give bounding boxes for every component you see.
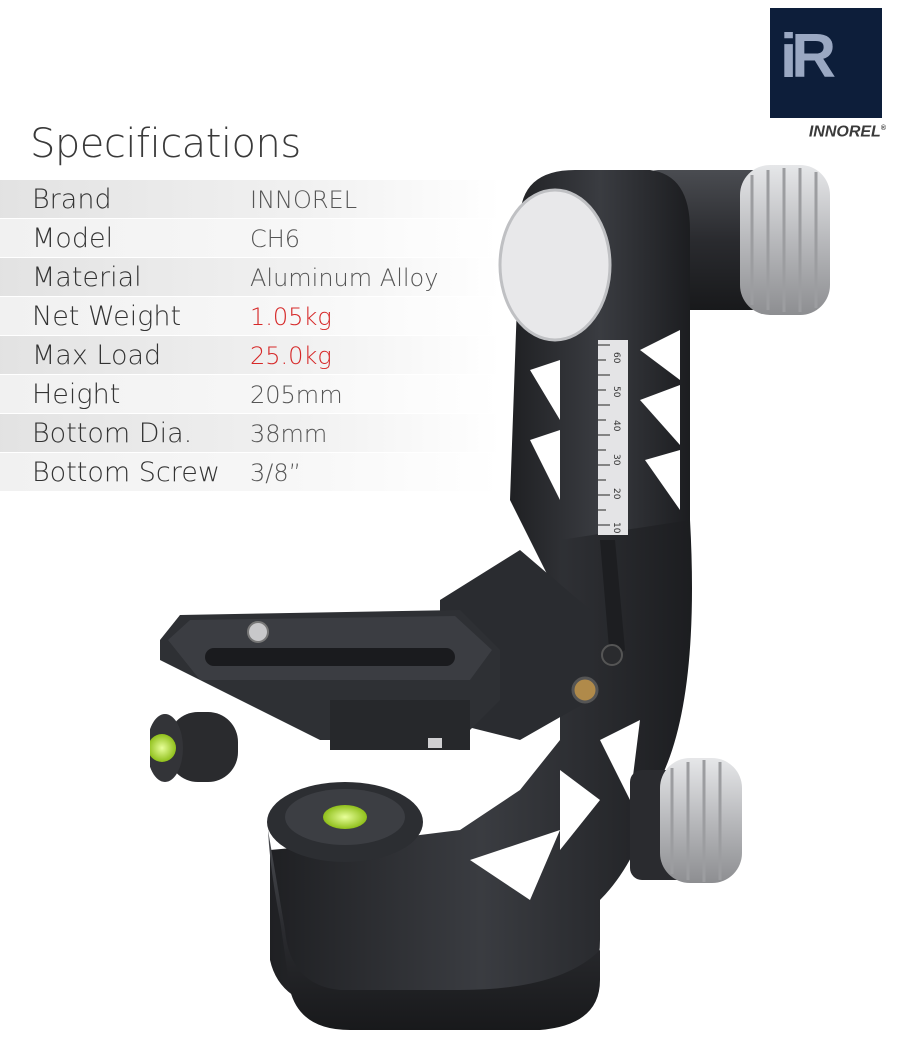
spec-label: Material	[32, 262, 142, 293]
gimbal-head-illustration: 60 50 40 30 20 10	[150, 165, 830, 1030]
spec-value: CH6	[250, 225, 301, 253]
spec-row-material: Material Aluminum Alloy	[0, 258, 500, 297]
bubble-level-icon	[150, 734, 176, 762]
scale-label: 60	[611, 352, 621, 364]
page-title: Specifications	[30, 121, 301, 167]
spec-value-highlight: 1.05kg	[250, 303, 332, 331]
spec-value-highlight: 25.0kg	[250, 342, 332, 370]
lock-lever	[600, 540, 625, 666]
scale-label: 40	[611, 420, 621, 432]
logo-mark: iR	[780, 22, 836, 91]
clamp-knob	[150, 712, 238, 782]
spec-label: Bottom Screw	[32, 457, 220, 488]
spec-value: 38mm	[250, 420, 328, 448]
screw-hole	[571, 676, 599, 704]
spec-row-bottom-dia: Bottom Dia. 38mm	[0, 414, 500, 453]
base-cylinder	[268, 830, 600, 1030]
spec-value: 3/8”	[250, 459, 302, 487]
spec-table: Brand INNOREL Model CH6 Material Aluminu…	[0, 180, 500, 492]
bottom-pivot-knob	[630, 758, 742, 883]
arm-cutouts	[470, 330, 680, 900]
spec-value: INNOREL	[250, 186, 358, 214]
spec-label: Max Load	[32, 340, 162, 371]
spec-row-model: Model CH6	[0, 219, 500, 258]
scale-label: 50	[611, 386, 621, 398]
scale-label: 20	[611, 488, 621, 500]
scale-label: 10	[611, 522, 621, 534]
quick-release-plate	[160, 610, 500, 750]
brand-logo: iR	[770, 8, 882, 118]
spec-row-max-load: Max Load 25.0kg	[0, 336, 500, 375]
spec-value: Aluminum Alloy	[250, 264, 439, 292]
spec-label: Bottom Dia.	[32, 418, 193, 449]
spec-row-height: Height 205mm	[0, 375, 500, 414]
spec-label: Net Weight	[32, 301, 182, 332]
spec-row-bottom-screw: Bottom Screw 3/8”	[0, 453, 500, 492]
spec-label: Brand	[32, 184, 112, 215]
top-cap	[498, 188, 612, 342]
spec-label: Height	[32, 379, 121, 410]
spec-row-brand: Brand INNOREL	[0, 180, 500, 219]
logo-wordmark: INNOREL®	[808, 123, 886, 141]
spec-value: 205mm	[250, 381, 343, 409]
spec-row-net-weight: Net Weight 1.05kg	[0, 297, 500, 336]
scale-label: 30	[611, 454, 621, 466]
base-bubble-level	[267, 782, 423, 862]
spec-label: Model	[32, 223, 114, 254]
angle-scale: 60 50 40 30 20 10	[598, 340, 628, 535]
